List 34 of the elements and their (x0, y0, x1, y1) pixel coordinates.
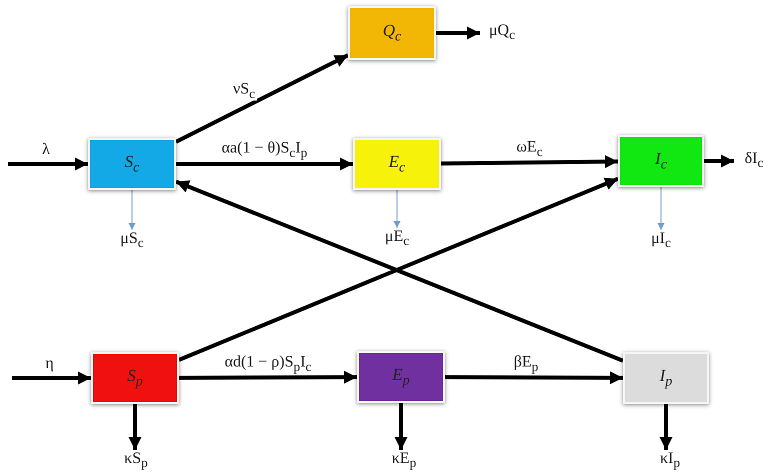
edge-label: βE$_{p}$ (512, 353, 540, 374)
arrow (440, 155, 618, 168)
arrow (704, 154, 734, 168)
compartment-box: E$_{p}$ (357, 351, 445, 403)
compartment-box: S$_{c}$ (88, 138, 176, 190)
arrow (128, 404, 142, 450)
arrow (12, 372, 91, 384)
compartment-box: Q$_{c}$ (348, 6, 436, 60)
edge-label: αd(1 − ρ)S$_{p}$I$_{c}$ (222, 353, 314, 374)
arrow (176, 158, 353, 170)
compartment-box: I$_{c}$ (618, 135, 704, 187)
arrow (394, 190, 400, 228)
rate-term: μE$_{c}$ (377, 228, 417, 250)
arrow (444, 371, 624, 384)
rate-term: δI$_{c}$ (734, 150, 774, 172)
compartment-box: I$_{p}$ (623, 352, 709, 404)
arrow (175, 53, 349, 144)
arrow (179, 370, 357, 384)
rate-term: μQ$_{c}$ (480, 22, 524, 44)
arrow (8, 158, 88, 170)
edge-label: αa(1 − θ)S$_{c}$I$_{p}$ (220, 140, 310, 160)
edge-label: νS$_{c}$ (230, 80, 258, 101)
compartment-box: E$_{c}$ (353, 138, 441, 190)
rate-term: κI$_{p}$ (650, 450, 690, 472)
compartment-box: S$_{p}$ (91, 352, 179, 404)
rate-term: μS$_{c}$ (112, 230, 152, 252)
arrow (658, 186, 664, 230)
arrow (394, 403, 408, 450)
rate-term: κS$_{p}$ (114, 450, 158, 472)
rate-term: κE$_{p}$ (382, 450, 426, 472)
rate-term: μI$_{c}$ (641, 230, 681, 252)
arrow (660, 404, 672, 450)
arrow (436, 26, 480, 40)
arrow (128, 190, 136, 230)
